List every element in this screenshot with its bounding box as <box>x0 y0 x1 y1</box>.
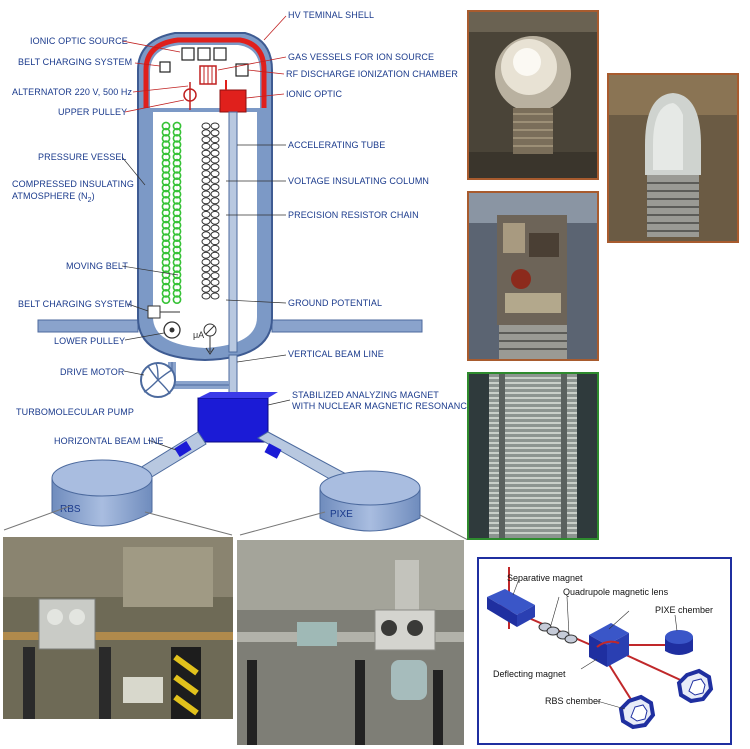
inset-label-separative: Separative magnet <box>507 573 583 583</box>
label-upper-pulley: UPPER PULLEY <box>58 107 128 117</box>
label-moving-belt: MOVING BELT <box>66 261 128 271</box>
label-compressed-1: COMPRESSED INSULATING <box>12 179 134 189</box>
label-hv-shell: HV TEMINAL SHELL <box>288 10 375 20</box>
compressed-subscript: 2 <box>87 196 92 204</box>
rbs-chamber-inset <box>618 694 656 730</box>
photo-glass-bulb <box>607 73 739 243</box>
pixe-chamber <box>319 470 421 532</box>
inset-label-deflecting: Deflecting magnet <box>493 669 566 679</box>
inset-beamline-diagram: Separative magnet Quadrupole magnetic le… <box>477 557 732 745</box>
label-magnet-line1: STABILIZED ANALYZING MAGNET <box>292 390 439 400</box>
label-alternator: ALTERNATOR 220 V, 500 Hz <box>12 87 133 97</box>
label-vertical-beam-line: VERTICAL BEAM LINE <box>288 349 384 359</box>
resistor-chain <box>201 122 220 300</box>
floor-beam-right <box>271 319 423 333</box>
label-turbomolecular-pump: TURBOMOLECULAR PUMP <box>16 407 134 417</box>
microamp-label: μA <box>193 330 204 340</box>
inner-column <box>153 112 257 317</box>
pixe-label: PIXE <box>330 509 353 520</box>
inset-label-quadrupole: Quadrupole magnetic lens <box>563 587 669 597</box>
label-drive-motor: DRIVE MOTOR <box>60 367 125 377</box>
label-ionic-optic: IONIC OPTIC <box>286 89 343 99</box>
label-belt-charging-top: BELT CHARGING SYSTEM <box>18 57 133 67</box>
photo-accelerating-column <box>467 372 599 540</box>
label-accelerating-tube: ACCELERATING TUBE <box>288 140 386 150</box>
label-magnet-line2: WITH NUCLEAR MAGNETIC RESONANCE <box>292 401 474 411</box>
label-lower-pulley: LOWER PULLEY <box>54 336 126 346</box>
floor-beam-left <box>37 319 139 333</box>
hv-terminal-shell <box>143 37 267 108</box>
photo-terminal-bulb <box>467 10 599 180</box>
label-rf-discharge: RF DISCHARGE IONIZATION CHAMBER <box>286 69 458 79</box>
pump-connector <box>168 362 229 389</box>
label-horizontal-beam-line: HORIZONTAL BEAM LINE <box>54 436 164 446</box>
label-belt-charging-bottom: BELT CHARGING SYSTEM <box>18 299 133 309</box>
pixe-chamber-inset <box>665 630 693 655</box>
separative-magnet <box>487 589 535 615</box>
inset-label-rbs: RBS chember <box>545 696 602 706</box>
accelerator-schematic: μA RBS PIXE <box>3 15 469 540</box>
label-gas-vessels: GAS VESSELS FOR ION SOURCE <box>288 52 435 62</box>
moving-belt <box>161 121 182 304</box>
photo-ion-source-assembly <box>467 191 599 361</box>
belt-charging-box <box>147 305 161 319</box>
accelerating-tube <box>228 111 238 353</box>
compressed-close: ) <box>91 191 95 201</box>
analyzing-magnet <box>197 397 269 443</box>
compressed-text: ATMOSPHERE (N <box>12 191 88 201</box>
quadrupole-lens <box>538 622 578 644</box>
label-pressure-vessel: PRESSURE VESSEL <box>38 152 127 162</box>
label-ground-potential: GROUND POTENTIAL <box>288 298 383 308</box>
deflecting-magnet <box>589 623 629 645</box>
photo-rbs-beamline <box>3 537 233 719</box>
label-voltage-column: VOLTAGE INSULATING COLUMN <box>288 176 430 186</box>
label-compressed-2: ATMOSPHERE (N2) <box>12 191 95 206</box>
rbs-label: RBS <box>60 504 81 515</box>
label-resistor-chain: PRECISION RESISTOR CHAIN <box>288 210 419 220</box>
ionic-optic <box>219 89 247 113</box>
third-chamber-inset <box>676 668 714 704</box>
label-ionic-optic-source: IONIC OPTIC SOURCE <box>30 36 128 46</box>
rbs-chamber <box>51 459 153 527</box>
photo-pixe-beamline <box>237 540 464 745</box>
inset-label-pixe: PIXE chember <box>655 605 714 615</box>
